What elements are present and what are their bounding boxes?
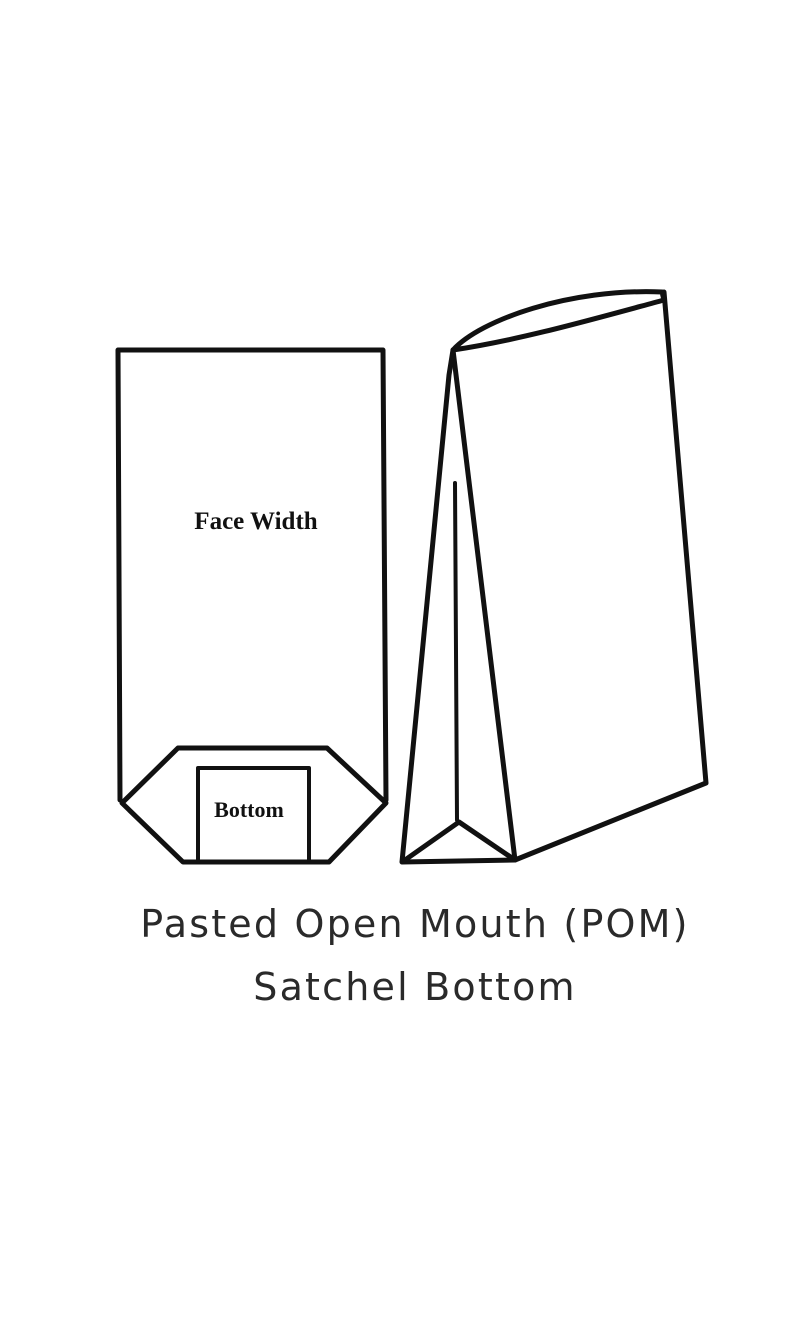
satchel-bottom-fold bbox=[119, 745, 389, 865]
bag-front-view: Face Width Bottom bbox=[115, 347, 389, 865]
diagram-caption-title: Pasted Open Mouth (POM) bbox=[140, 902, 690, 946]
gusset-outer-edge bbox=[399, 347, 518, 865]
face-width-label: Face Width bbox=[194, 508, 317, 535]
bag-side-view bbox=[399, 289, 709, 865]
bottom-label: Bottom bbox=[214, 797, 284, 822]
diagram-caption-subtitle: Satchel Bottom bbox=[253, 965, 577, 1009]
gusset-center-fold bbox=[453, 481, 459, 822]
bottom-panel bbox=[196, 766, 311, 864]
gusset-bottom-triangle bbox=[402, 819, 515, 863]
bag-front-body bbox=[115, 347, 389, 803]
bag-mouth bbox=[450, 289, 667, 353]
bag-side-front-face bbox=[450, 289, 709, 863]
